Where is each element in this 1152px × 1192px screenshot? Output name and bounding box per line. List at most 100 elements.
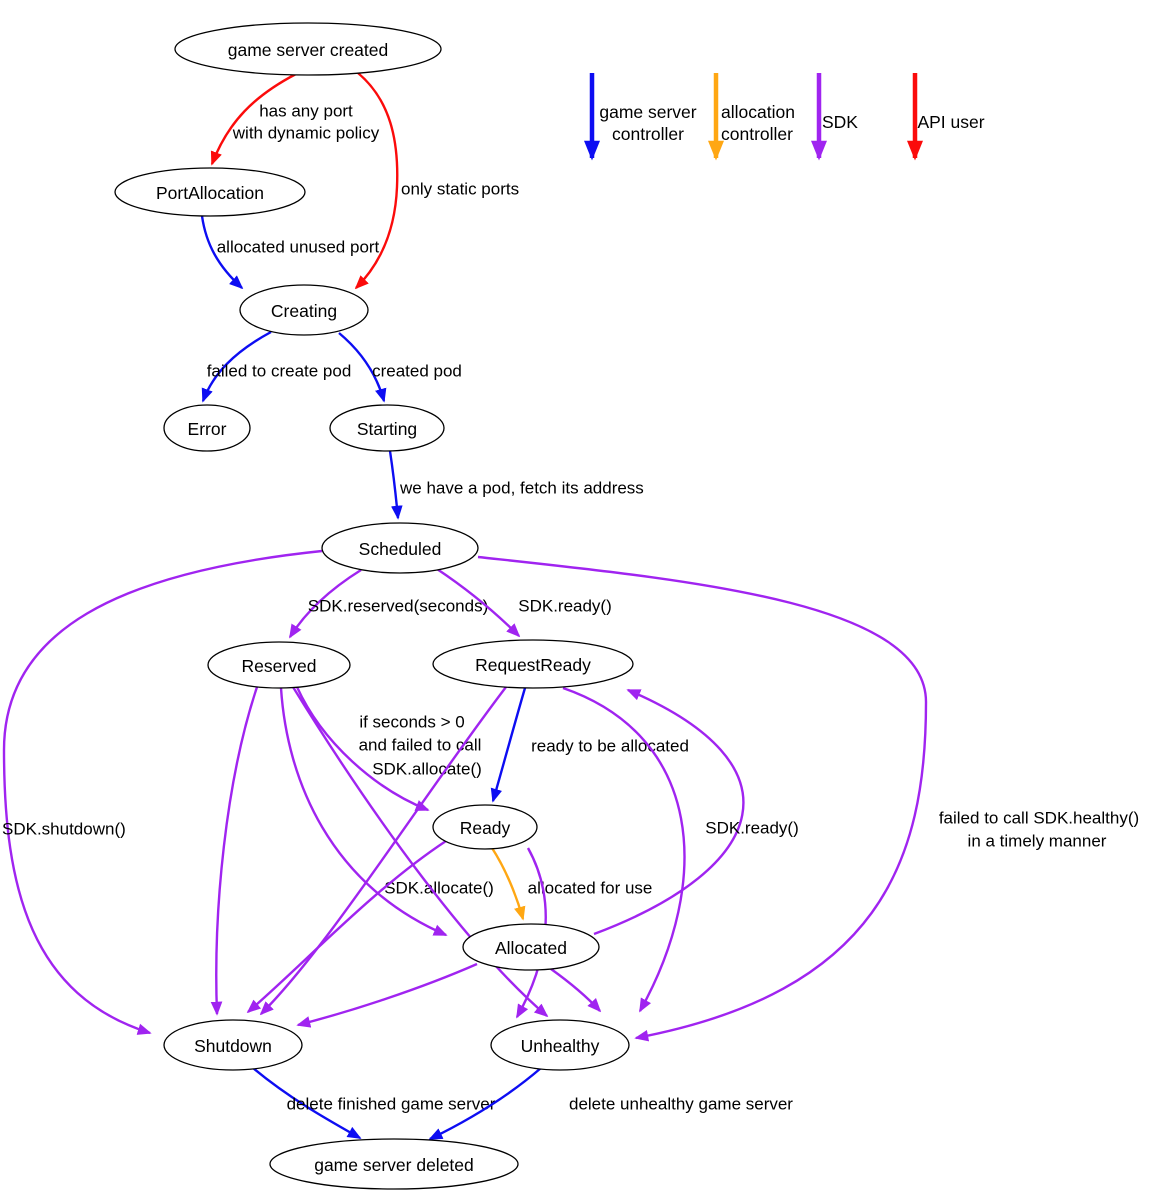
edge-label-scheduled-shutdown: SDK.shutdown() (2, 820, 126, 839)
edge-line-portAllocation-creating (200, 215, 244, 290)
edge-label-starting-scheduled: we have a pod, fetch its address (399, 479, 644, 498)
state-ellipse-ready (432, 804, 538, 850)
state-node-unhealthy: Unhealthy (490, 1019, 630, 1071)
edge-reserved-ready: if seconds > 0 and failed to callSDK.allo… (295, 686, 482, 812)
edge-scheduled-requestReady: SDK.ready() (436, 568, 612, 638)
state-node-error: Error (163, 404, 251, 452)
edge-created-portAllocation: has any port with dynamic policy (210, 72, 380, 166)
state-label-deleted: game server deleted (314, 1155, 474, 1175)
edge-line-allocated-unhealthy (550, 968, 602, 1013)
edge-line-ready-allocated (490, 847, 526, 921)
edge-label-ready-allocated: allocated for use (528, 879, 653, 898)
edge-ready-allocated: allocated for use (490, 847, 653, 921)
edge-requestReady-shutdown (259, 686, 507, 1016)
state-label-ready: Ready (460, 818, 511, 838)
edge-line-starting-scheduled (388, 450, 403, 520)
edge-line-allocated-requestReady (593, 688, 745, 936)
state-ellipse-error (163, 404, 251, 452)
edge-line-scheduled-shutdown (2, 549, 323, 1035)
state-node-shutdown: Shutdown (163, 1019, 303, 1071)
edge-portAllocation-creating: allocated unused port (200, 215, 380, 290)
state-ellipse-allocated (462, 923, 600, 971)
state-node-starting: Starting (329, 404, 445, 452)
edge-unhealthy-deleted: delete unhealthy game server (428, 1067, 793, 1141)
state-label-shutdown: Shutdown (194, 1036, 272, 1056)
edge-reserved-allocated: SDK.allocate() (279, 687, 494, 937)
edge-line-created-creating (354, 72, 399, 290)
edge-reserved-unhealthy (291, 686, 549, 1018)
edge-creating-error: failed to create pod (201, 330, 352, 403)
edge-line-requestReady-unhealthy (562, 686, 686, 1013)
state-label-portAllocation: PortAllocation (156, 183, 264, 203)
state-label-unhealthy: Unhealthy (521, 1036, 600, 1056)
edge-line-allocated-shutdown (296, 962, 478, 1028)
edge-requestReady-ready: ready to be allocated (490, 687, 689, 803)
legend-label: controller (721, 124, 793, 144)
edge-line-scheduled-unhealthy (477, 555, 928, 1042)
state-ellipse-deleted (269, 1138, 519, 1190)
state-label-scheduled: Scheduled (359, 539, 442, 559)
legend: game servercontrollerallocationcontrolle… (584, 73, 985, 161)
state-ellipse-starting (329, 404, 445, 452)
state-node-allocated: Allocated (462, 923, 600, 971)
state-label-starting: Starting (357, 419, 417, 439)
edge-line-requestReady-ready (490, 687, 527, 803)
edge-reserved-shutdown (210, 686, 259, 1016)
state-ellipse-requestReady (432, 639, 634, 689)
nodes: game server createdPortAllocationCreatin… (114, 22, 634, 1190)
state-ellipse-shutdown (163, 1019, 303, 1071)
edge-label-reserved-ready: SDK.allocate() (372, 760, 482, 779)
state-ellipse-portAllocation (114, 167, 306, 217)
edge-label-created-creating: only static ports (401, 180, 519, 199)
edge-ready-shutdown (246, 839, 447, 1014)
edge-label-reserved-allocated: SDK.allocate() (384, 879, 494, 898)
edge-allocated-unhealthy (550, 968, 602, 1013)
legend-label: game server (599, 102, 696, 122)
edges: has any port with dynamic policy only stat… (2, 72, 1139, 1141)
edge-label-created-portAllocation: with dynamic policy (232, 124, 380, 143)
edge-line-scheduled-requestReady (436, 568, 521, 638)
edge-line-scheduled-reserved (288, 568, 362, 639)
edge-starting-scheduled: we have a pod, fetch its address (388, 450, 644, 520)
state-node-requestReady: RequestReady (432, 639, 634, 689)
state-label-creating: Creating (271, 301, 337, 321)
state-label-error: Error (188, 419, 227, 439)
legend-label: SDK (822, 112, 858, 132)
edge-label-reserved-ready: if seconds > 0 (359, 713, 464, 732)
edge-line-shutdown-deleted (252, 1067, 362, 1140)
edge-line-reserved-ready (295, 686, 430, 812)
state-node-creating: Creating (239, 284, 369, 336)
edge-line-requestReady-shutdown (259, 686, 507, 1016)
edge-label-created-portAllocation: has any port (259, 102, 353, 121)
edge-created-creating: only static ports (354, 72, 519, 290)
legend-item-api-user: API user (907, 73, 985, 161)
edge-scheduled-reserved: SDK.reserved(seconds) (288, 568, 488, 639)
edge-allocated-shutdown (296, 962, 478, 1028)
edge-shutdown-deleted: delete finished game server (252, 1067, 496, 1140)
state-label-reserved: Reserved (242, 656, 317, 676)
edge-line-ready-shutdown (246, 839, 447, 1014)
edge-line-reserved-allocated (279, 687, 448, 937)
edge-label-shutdown-deleted: delete finished game server (287, 1095, 496, 1114)
edge-label-reserved-ready: and failed to call (359, 736, 482, 755)
edge-label-requestReady-ready: ready to be allocated (531, 737, 689, 756)
edge-line-reserved-unhealthy (291, 686, 549, 1018)
edge-line-creating-starting (338, 332, 387, 403)
edge-label-scheduled-requestReady: SDK.ready() (518, 597, 612, 616)
state-node-portAllocation: PortAllocation (114, 167, 306, 217)
edge-scheduled-shutdown: SDK.shutdown() (2, 549, 323, 1035)
state-ellipse-unhealthy (490, 1019, 630, 1071)
edge-allocated-requestReady: SDK.ready() (593, 688, 799, 936)
edge-label-creating-starting: created pod (372, 362, 462, 381)
edge-line-unhealthy-deleted (428, 1067, 542, 1141)
state-label-requestReady: RequestReady (475, 655, 591, 675)
legend-label: API user (917, 112, 984, 132)
edge-label-creating-error: failed to create pod (207, 362, 352, 381)
edge-creating-starting: created pod (338, 332, 462, 403)
edge-line-created-portAllocation (210, 72, 297, 166)
state-node-ready: Ready (432, 804, 538, 850)
edge-label-portAllocation-creating: allocated unused port (217, 238, 380, 257)
